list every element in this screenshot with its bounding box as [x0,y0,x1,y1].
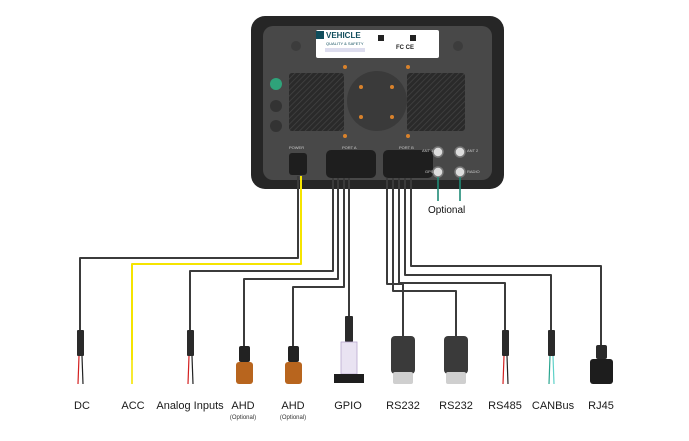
gpio-sleeve [345,316,353,342]
optional-label: Optional [428,205,466,216]
rs232-shell [391,336,415,374]
gps-label: GPS [425,169,434,174]
rs232-shell [444,336,468,374]
rj45-plug [590,359,613,384]
grille-left [291,41,301,51]
connector-label-rs232-b: RS232 [439,400,473,412]
ahd-connector-plug [285,362,302,384]
gps-port[interactable] [432,166,444,178]
gpio-header [334,374,364,383]
screw [359,115,363,119]
rs485-wire [506,355,509,385]
side-button[interactable] [270,120,282,132]
rs485-wire [502,355,505,385]
power-port [289,153,307,175]
connector-label-acc: ACC [121,400,145,412]
rj45-boot [596,345,607,359]
device-unit [251,16,504,201]
screw [390,85,394,89]
qr-code-right [410,35,416,41]
dc-sleeve [77,330,84,356]
radio-port[interactable] [454,166,466,178]
canbus-wire [548,355,551,385]
connector-label-rj45: RJ45 [588,400,614,412]
ahd-connector-body [288,346,299,362]
radio-label: RADIO [467,169,480,174]
rs485-sleeve [502,330,509,356]
cable-rs485 [398,178,506,330]
screw [390,115,394,119]
connector-label-rs232-a: RS232 [386,400,420,412]
connector-label-analog: Analog Inputs [156,400,224,412]
power-port-label: POWER [289,145,305,150]
connector-label-gpio: GPIO [334,400,362,412]
connector-label-ahd-2: AHD [281,400,305,412]
port-b-connector [383,150,433,178]
gpio-ribbon [340,341,358,375]
connector-label-dc: DC [74,400,90,412]
connector-sublabel-ahd-1: (Optional) [229,415,257,421]
antenna-port-2[interactable] [454,146,466,158]
dc-wire-red [77,355,80,385]
connector-label-rs485: RS485 [488,400,522,412]
canbus-wire [552,355,555,385]
brand-logo-box [316,31,324,39]
brand-logo-text: VEHICLE [326,31,361,40]
cable-ahd-2 [292,178,345,346]
dc-wire-black [81,355,84,385]
brand-sub-text: QUALITY & SAFETY [326,41,364,46]
screw [359,85,363,89]
ahd-connector-plug [236,362,253,384]
connector-ends [77,316,613,385]
analog-wire [187,355,190,385]
cable-ahd-1 [243,178,339,346]
port-a-connector [326,150,376,178]
screw [406,65,410,69]
screw [406,134,410,138]
connector-sublabel-ahd-2: (Optional) [279,415,307,421]
label-strip [325,48,365,52]
qr-code-left [378,35,384,41]
cert-badges: FC CE [396,45,414,51]
analog-sleeve [187,330,194,356]
cable-acc [131,176,302,360]
connector-label-canbus: CANBus [531,400,575,412]
cable-analog [189,178,334,330]
analog-wire [191,355,194,385]
vent-panel-left [289,73,344,131]
ant2-label: ANT 2 [467,148,479,153]
cable-rj45 [410,178,602,345]
screw [343,134,347,138]
cable-canbus [404,178,552,330]
ant1-label: ANT 1 [422,148,434,153]
cable-dc [79,176,299,330]
cable-rs232-b [392,178,457,336]
ahd-connector-body [239,346,250,362]
screw [343,65,347,69]
antenna-port-1[interactable] [432,146,444,158]
power-button[interactable] [270,78,282,90]
grille-right [453,41,463,51]
vent-panel-right [407,73,465,131]
port-a-label: PORT A [342,145,357,150]
rs232-face [393,372,413,384]
cable-rs232-a [386,178,404,336]
center-heatsink [347,71,407,131]
side-button[interactable] [270,100,282,112]
rs232-face [446,372,466,384]
connector-label-ahd-1: AHD [231,400,255,412]
canbus-sleeve [548,330,555,356]
cables [79,176,602,360]
port-b-label: PORT B [399,145,414,150]
